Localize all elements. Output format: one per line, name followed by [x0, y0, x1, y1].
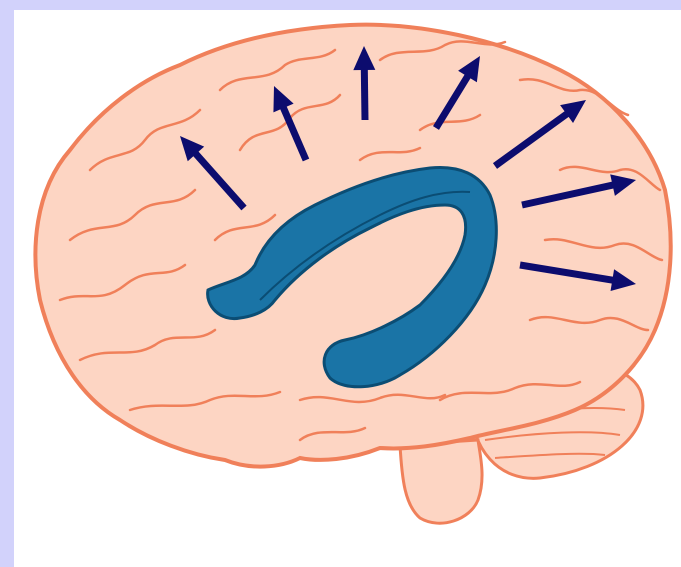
- brain-stem: [400, 440, 482, 523]
